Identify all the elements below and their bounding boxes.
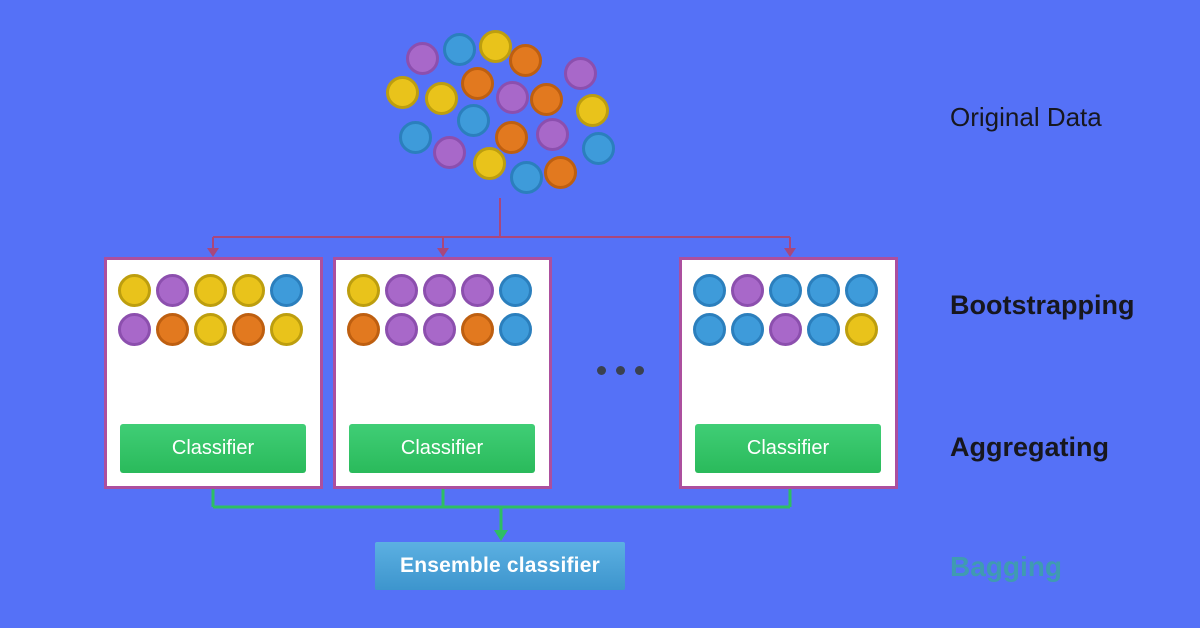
data-point-yellow <box>232 274 265 307</box>
data-point-purple <box>432 135 466 169</box>
bootstrap-sample-box-1: Classifier <box>104 257 323 489</box>
data-point-blue <box>270 274 303 307</box>
data-point-yellow <box>385 75 419 109</box>
data-point-purple <box>535 117 569 151</box>
data-point-orange <box>156 313 189 346</box>
data-point-orange <box>508 43 542 77</box>
ellipsis-dot <box>616 366 625 375</box>
data-point-purple <box>423 274 456 307</box>
aggregate-arrowhead <box>494 530 508 541</box>
data-point-blue <box>845 274 878 307</box>
data-point-blue <box>499 274 532 307</box>
data-point-purple <box>495 80 529 114</box>
data-point-purple <box>423 313 456 346</box>
data-point-blue <box>442 32 476 66</box>
data-point-yellow <box>575 93 609 127</box>
data-point-yellow <box>194 274 227 307</box>
sample-2-dot-row-1 <box>347 274 549 307</box>
data-point-blue <box>398 120 432 154</box>
classifier-button-2: Classifier <box>349 424 535 473</box>
data-point-blue <box>693 313 726 346</box>
bootstrap-arrowheads <box>207 248 796 257</box>
data-point-yellow <box>347 274 380 307</box>
bootstrap-sample-box-3: Classifier <box>679 257 898 489</box>
data-point-purple <box>731 274 764 307</box>
bootstrap-connector-lines <box>212 198 791 249</box>
data-point-blue <box>581 131 615 165</box>
ensemble-classifier-button: Ensemble classifier <box>375 542 625 590</box>
data-point-blue <box>499 313 532 346</box>
data-point-blue <box>807 313 840 346</box>
data-point-orange <box>529 82 563 116</box>
classifier-button-1: Classifier <box>120 424 306 473</box>
data-point-orange <box>543 155 577 189</box>
data-point-blue <box>693 274 726 307</box>
sample-3-dot-row-1 <box>693 274 895 307</box>
data-point-purple <box>563 56 597 90</box>
data-point-blue <box>807 274 840 307</box>
data-point-yellow <box>845 313 878 346</box>
data-point-purple <box>385 313 418 346</box>
data-point-orange <box>460 66 494 100</box>
sample-1-dot-row-2 <box>118 313 320 346</box>
label-original-data: Original Data <box>950 102 1102 132</box>
data-point-yellow <box>270 313 303 346</box>
data-point-blue <box>509 160 543 194</box>
data-point-purple <box>156 274 189 307</box>
classifier-button-3: Classifier <box>695 424 881 473</box>
sample-2-dot-row-2 <box>347 313 549 346</box>
data-point-orange <box>461 313 494 346</box>
data-point-purple <box>769 313 802 346</box>
label-bagging: Bagging <box>950 551 1062 582</box>
data-point-purple <box>118 313 151 346</box>
data-point-orange <box>232 313 265 346</box>
data-point-purple <box>385 274 418 307</box>
label-aggregating: Aggregating <box>950 432 1109 462</box>
data-point-orange <box>494 120 528 154</box>
sample-1-dot-row-1 <box>118 274 320 307</box>
data-point-blue <box>456 103 490 137</box>
data-point-blue <box>731 313 764 346</box>
data-point-yellow <box>478 29 512 63</box>
data-point-yellow <box>424 81 458 115</box>
data-point-blue <box>769 274 802 307</box>
data-point-orange <box>347 313 380 346</box>
data-point-yellow <box>194 313 227 346</box>
data-point-yellow <box>118 274 151 307</box>
bootstrap-sample-box-2: Classifier <box>333 257 552 489</box>
data-point-purple <box>461 274 494 307</box>
ellipsis-dot <box>635 366 644 375</box>
data-point-yellow <box>472 146 506 180</box>
label-bootstrapping: Bootstrapping <box>950 290 1135 320</box>
ellipsis-dot <box>597 366 606 375</box>
sample-3-dot-row-2 <box>693 313 895 346</box>
data-point-purple <box>405 41 439 75</box>
